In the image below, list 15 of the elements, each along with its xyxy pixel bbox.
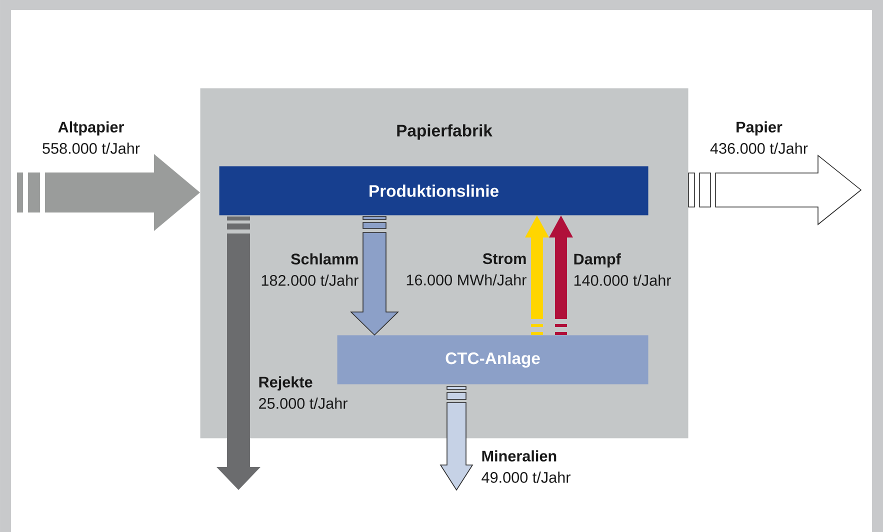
edge-label: Mineralien 49.000 t/Jahr xyxy=(482,450,570,483)
block-arrow xyxy=(350,216,399,336)
block-arrow xyxy=(525,216,549,335)
block-arrow xyxy=(549,216,573,335)
edge-label: Strom 16.000 MWh/Jahr xyxy=(406,253,526,286)
block-arrow xyxy=(216,216,260,490)
block-arrow xyxy=(17,154,200,231)
process-box: Produktionslinie xyxy=(219,166,648,216)
process-box: CTC-Anlage xyxy=(337,335,648,384)
edge-label: Schlamm 182.000 t/Jahr xyxy=(262,253,358,286)
edge-label: Papier 436.000 t/Jahr xyxy=(710,121,808,154)
edge-label: Dampf 140.000 t/Jahr xyxy=(574,253,672,286)
block-arrow xyxy=(440,386,474,491)
edge-label: Altpapier 558.000 t/Jahr xyxy=(42,121,140,154)
block-arrow xyxy=(688,154,862,226)
